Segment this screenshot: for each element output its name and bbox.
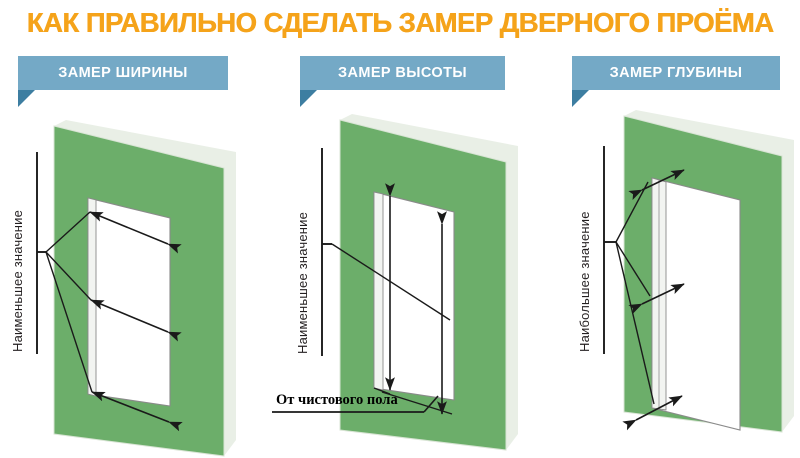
measure-arrow-bottom (91, 391, 183, 432)
floor-extension-lines (373, 387, 453, 415)
axis-label-group: Наименьшее значение (10, 152, 46, 354)
banner-body: ЗАМЕР ГЛУБИНЫ (572, 56, 780, 90)
page-title: КАК ПРАВИЛЬНО СДЕЛАТЬ ЗАМЕР ДВЕРНОГО ПРО… (26, 7, 774, 38)
height-measure-arrows (385, 183, 447, 415)
leader-to-bottom (45, 251, 93, 393)
floor-label-leader (423, 395, 439, 413)
axis-label-text: Наименьшее значение (10, 210, 25, 352)
leader-to-bottom (615, 241, 655, 405)
leader-to-top (45, 211, 91, 253)
measure-arrow-bottom (622, 395, 683, 431)
opening-aperture (87, 197, 171, 407)
title-bar: КАК ПРАВИЛЬНО СДЕЛАТЬ ЗАМЕР ДВЕРНОГО ПРО… (0, 0, 800, 46)
opening-reveal-left (373, 191, 384, 391)
banner-label: ЗАМЕР ГЛУБИНЫ (609, 65, 743, 81)
banner-body: ЗАМЕР ВЫСОТЫ (300, 56, 505, 90)
axis-label-text: Наименьшее значение (295, 212, 310, 354)
diagram-panel-depth: Наибольшее значение (532, 104, 800, 458)
width-diagram-svg: Наименьшее значение (10, 120, 236, 457)
door-opening (87, 197, 171, 407)
banner-label: ЗАМЕР ШИРИНЫ (58, 65, 188, 81)
banner-fold-shape (300, 90, 317, 107)
banner-body: ЗАМЕР ШИРИНЫ (18, 56, 228, 90)
banner-zamer-shiriny: ЗАМЕР ШИРИНЫ (18, 56, 228, 107)
diagram-panel-height: Наименьшее значение От чистового пола (266, 104, 534, 458)
wall-edge-highlight (54, 120, 236, 456)
measure-arrow-middle (90, 299, 182, 342)
banner-zamer-glubiny: ЗАМЕР ГЛУБИНЫ (572, 56, 780, 107)
axis-label-group: Наименьшее значение (295, 148, 451, 356)
opening-reveal-left (87, 197, 97, 397)
floor-label-group: От чистового пола (272, 392, 439, 413)
depth-measure-arrows (622, 169, 685, 431)
wall-edge-highlight (340, 114, 518, 450)
measure-arrow-top (89, 211, 182, 254)
floor-label-text: От чистового пола (276, 392, 398, 408)
wall-edge-highlight (624, 110, 794, 432)
banner-zamer-vysoty: ЗАМЕР ВЫСОТЫ (300, 56, 505, 107)
axis-label-group: Наибольшее значение (577, 146, 616, 354)
leader-lines (45, 211, 93, 393)
measure-arrow-middle (628, 283, 685, 314)
leader-to-middle (45, 251, 92, 301)
banner-label: ЗАМЕР ВЫСОТЫ (338, 65, 467, 81)
banner-fold-shape (572, 90, 589, 107)
width-measure-arrows (89, 211, 183, 432)
measure-arrow-top (628, 169, 685, 200)
height-diagram-svg: Наименьшее значение От чистового пола (272, 114, 518, 451)
depth-diagram-svg: Наибольшее значение (577, 110, 794, 433)
axis-label-text: Наибольшее значение (577, 211, 592, 352)
door-opening (651, 177, 741, 431)
banner-fold-shape (18, 90, 35, 107)
diagram-panel-width: Наименьшее значение (0, 104, 268, 458)
floor-line-right (381, 391, 453, 415)
